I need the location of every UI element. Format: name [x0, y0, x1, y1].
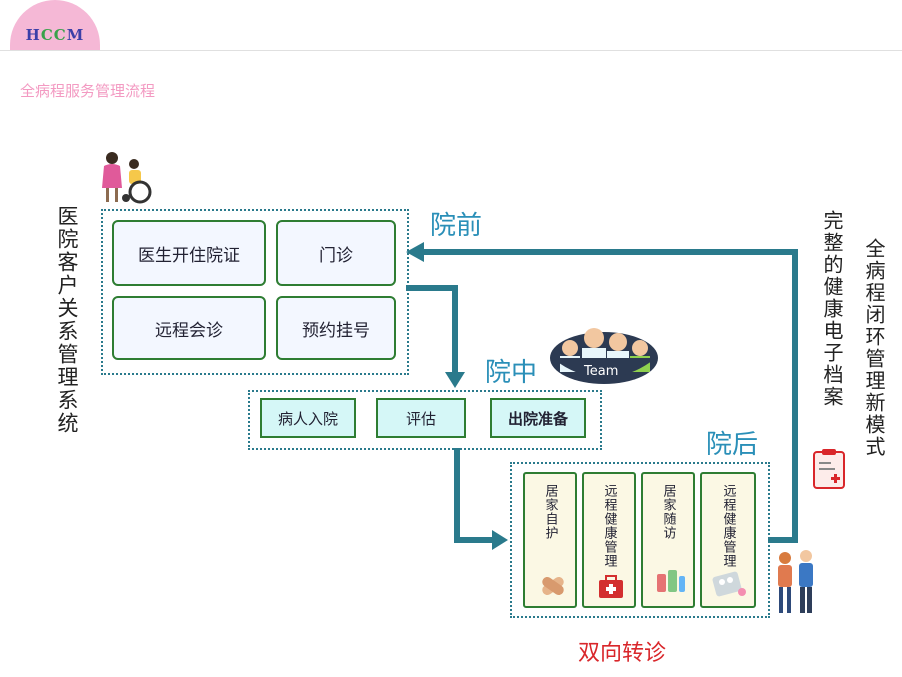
stage-label-mid: 院中: [485, 358, 538, 388]
post-box-label: 远程健康管理: [720, 484, 736, 568]
return-arrow-head: [406, 242, 424, 262]
post-hospital-group: [510, 462, 770, 618]
page-subtitle: 全病程服务管理流程: [20, 82, 156, 100]
first-aid-kit-icon: [599, 575, 623, 598]
mid-box: 评估: [376, 398, 466, 438]
doctors-icon: [550, 328, 658, 384]
family-icon: [778, 550, 813, 613]
medical-record-icon: [813, 449, 845, 489]
logo-text: HCCM: [14, 26, 96, 44]
mid-box: 病人入院: [260, 398, 356, 438]
pre-box: 预约挂号: [276, 296, 396, 360]
mid-hospital-group: [248, 390, 602, 450]
mid-box: 出院准备: [490, 398, 586, 438]
post-box-label: 远程健康管理: [601, 484, 617, 568]
pre-to-mid-line: [406, 285, 458, 375]
bottom-label-referral: 双向转诊: [578, 641, 667, 666]
medicine-bottles-icon: [657, 570, 685, 592]
post-box: 居家随访: [641, 472, 695, 608]
post-box: 远程健康管理: [700, 472, 756, 608]
pre-box: 医生开住院证: [112, 220, 266, 286]
logo-letter: C: [40, 26, 54, 44]
post-box: 远程健康管理: [582, 472, 636, 608]
left-vertical-label: 医院客户关系管理系统: [55, 205, 79, 435]
right-vertical-label-health-record: 完整的健康电子档案: [820, 210, 844, 408]
logo-letter: C: [53, 26, 67, 44]
logo-letter: M: [66, 26, 85, 44]
pre-to-mid-head: [445, 372, 465, 388]
right-vertical-label-closed-loop: 全病程闭环管理新模式: [862, 238, 886, 458]
medical-team-icon: Team: [548, 318, 660, 384]
bandage-icon: [542, 576, 564, 596]
pill-pack-icon: [712, 571, 746, 597]
pre-hospital-group: [101, 209, 409, 375]
mid-to-post-line: [454, 448, 495, 543]
post-box: 居家自护: [523, 472, 577, 608]
pre-box: 门诊: [276, 220, 396, 286]
team-label: Team: [584, 364, 619, 379]
post-box-label: 居家随访: [660, 484, 676, 540]
pre-box: 远程会诊: [112, 296, 266, 360]
wheelchair-people-icon: [102, 152, 152, 204]
mid-to-post-head: [492, 530, 508, 550]
return-arrow-line: [420, 249, 798, 543]
post-box-label: 居家自护: [542, 484, 558, 540]
header-divider: [0, 50, 902, 51]
logo-letter: H: [25, 26, 41, 44]
stage-label-post: 院后: [706, 430, 759, 460]
stage-label-pre: 院前: [430, 211, 483, 241]
